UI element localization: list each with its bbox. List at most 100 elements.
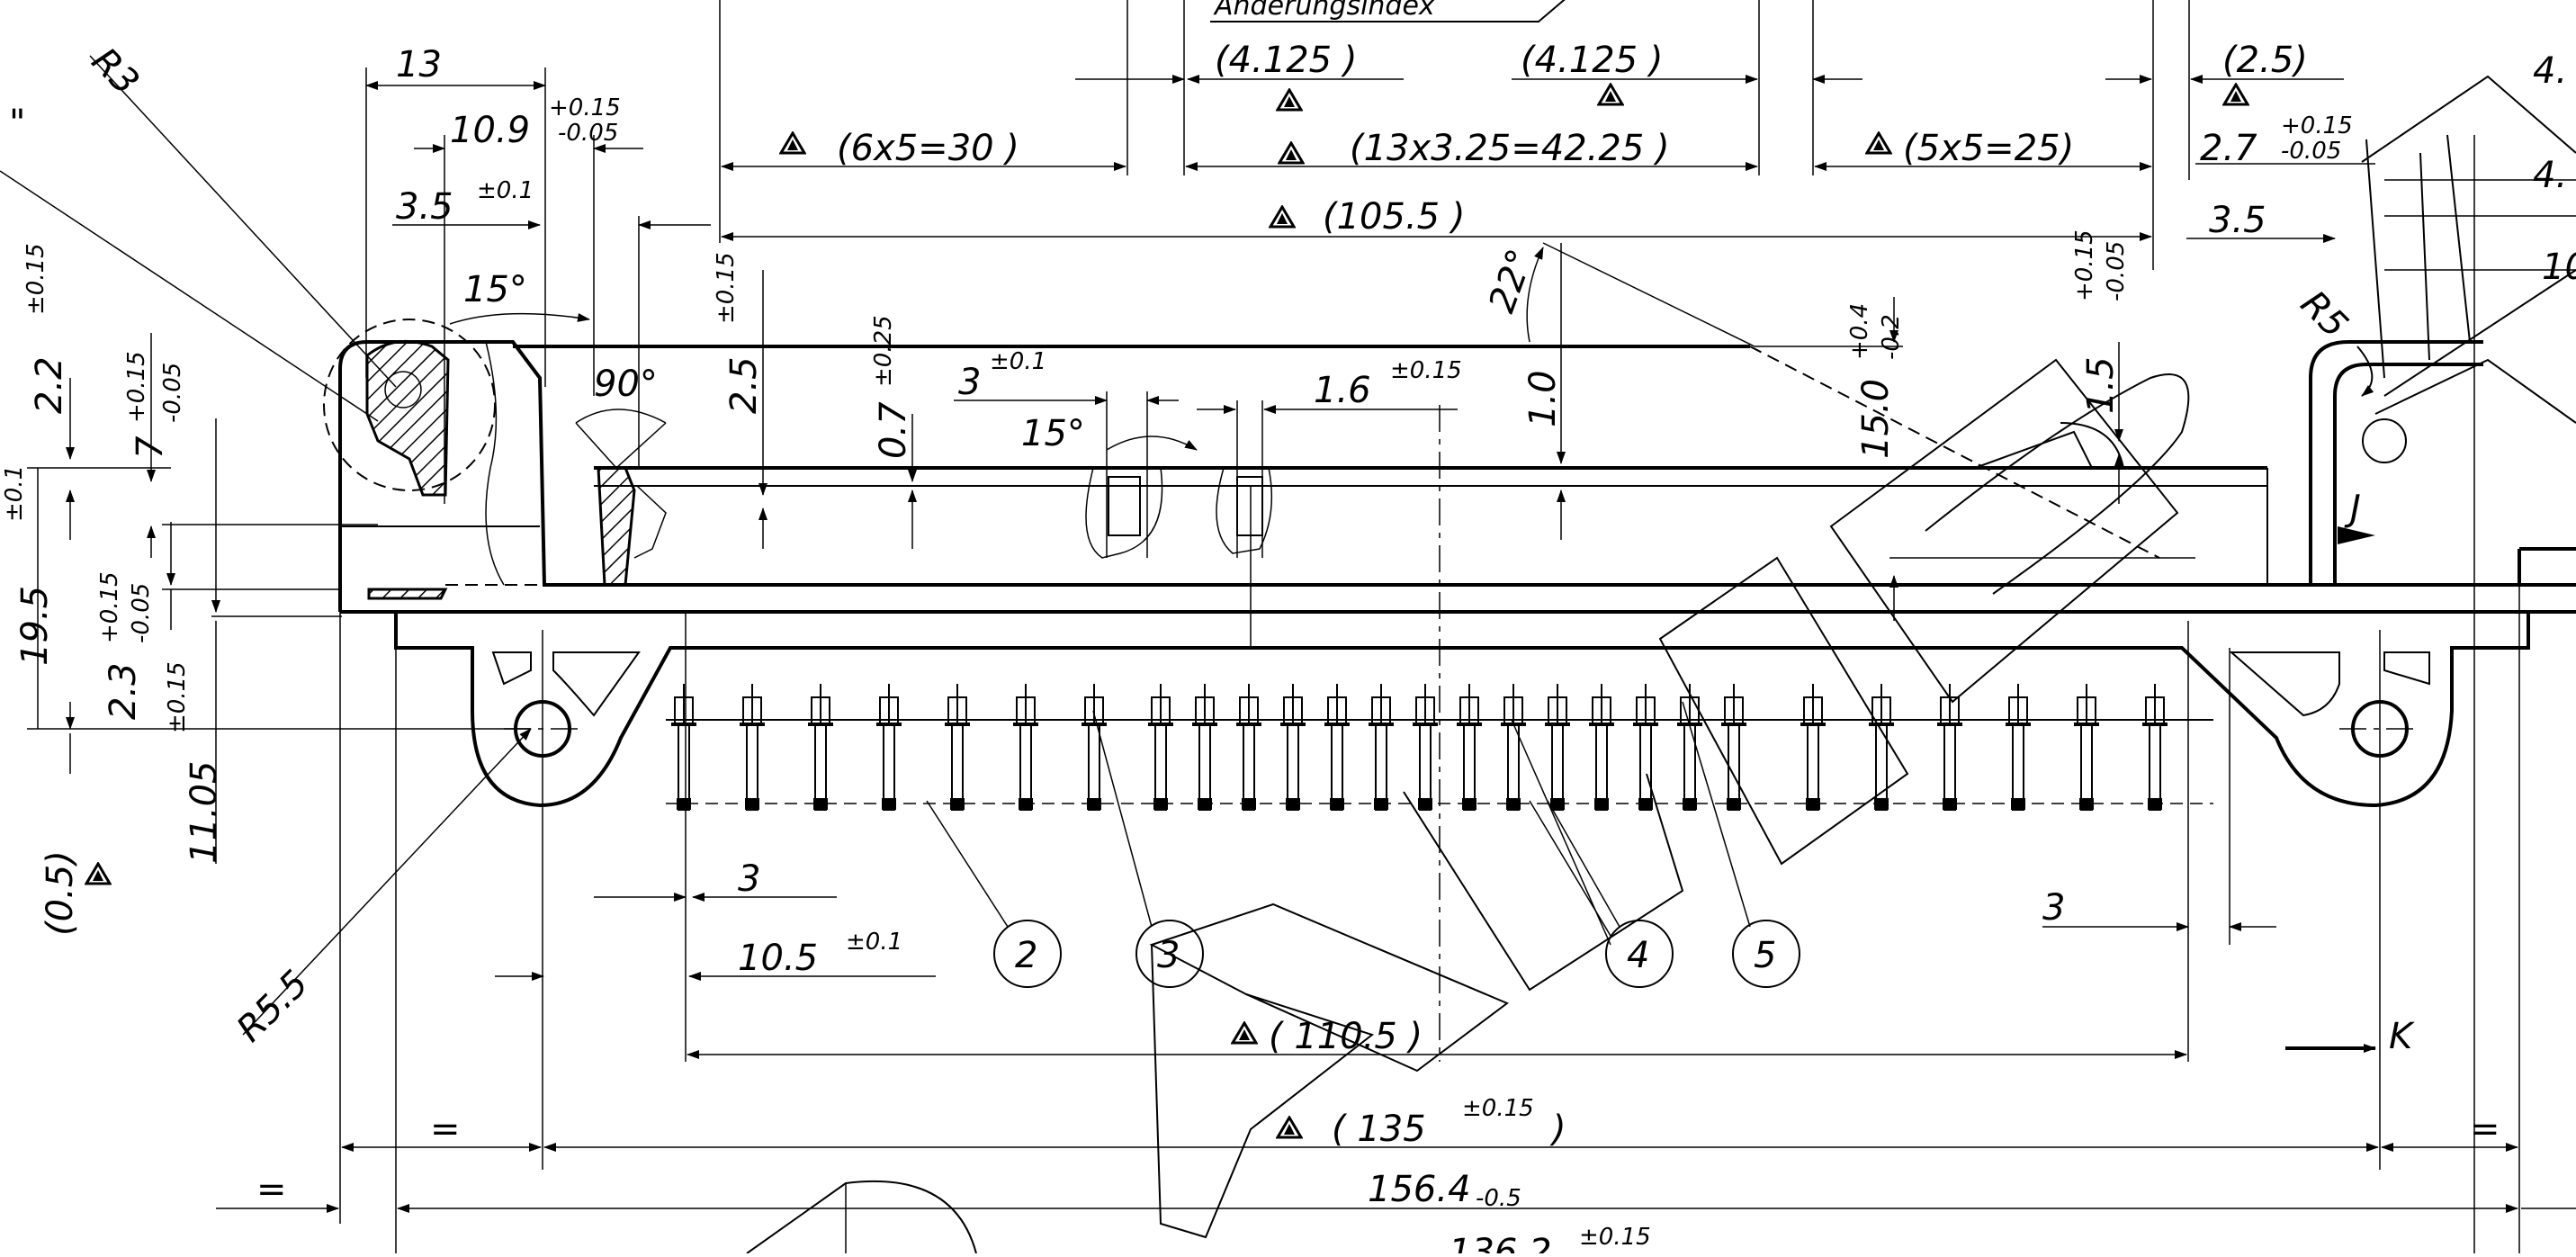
dim-3-5-right: 3.5	[2209, 200, 2266, 241]
dim-1-5-tol-plus: +0.15	[2071, 229, 2098, 301]
contact-pin	[1721, 684, 1746, 811]
contact-pin	[1937, 684, 1962, 811]
dim-10-5-tol: ±0.1	[846, 929, 902, 956]
contact-pin	[945, 684, 970, 811]
angle-15-mid: 15°	[1021, 413, 1085, 454]
dim-105-5: (105.5 )	[1323, 196, 1465, 238]
dim-135: ( 135	[1332, 1109, 1426, 1150]
quote-mark: "	[9, 103, 25, 144]
radius-r5: R5	[2293, 283, 2356, 346]
dim-2-5: 2.5	[723, 356, 765, 414]
contact-pin	[1457, 684, 1482, 811]
angle-22: 22°	[1481, 244, 1541, 318]
dim-11-05-tol: ±0.15	[164, 661, 191, 733]
contact-pin	[876, 684, 902, 811]
dim-4125-b: (4.125 )	[1521, 40, 1663, 81]
dim-4-a: 4.	[2533, 50, 2567, 92]
eq-left-low: =	[256, 1169, 287, 1210]
top-dimensions: Änderungsindex (4.125 ) (4.125 ) (6x5=30…	[719, 0, 2576, 288]
callout-4: 4	[1627, 935, 1649, 976]
dim-19-5: 19.5	[14, 586, 56, 666]
connector-body: 90° J	[323, 135, 2576, 1253]
section-hatch-left	[365, 339, 450, 497]
dim-7: 7	[130, 435, 171, 459]
contact-pin	[1633, 684, 1658, 811]
callout-2-circle	[993, 920, 1062, 988]
dim-2-5-paren: (2.5)	[2222, 40, 2308, 81]
contact-pin	[2074, 684, 2099, 811]
dim-1-0: 1.0	[1522, 370, 1564, 427]
dim-15-0-tol-plus: +0.4	[1846, 303, 1873, 360]
contact-pin-row	[666, 684, 2213, 811]
dim-10-9-tol-minus: -0.05	[558, 120, 618, 147]
dim-4125-a: (4.125 )	[1215, 40, 1357, 81]
dim-1-6-tol: ±0.15	[1390, 357, 1462, 384]
dim-2-7-tol-plus: +0.15	[2281, 112, 2353, 139]
dim-156-4-tol: -0.5	[1476, 1185, 1521, 1212]
contact-pin	[1280, 684, 1306, 811]
dim-4-b: 4.	[2533, 155, 2567, 196]
callout-3-circle	[1135, 920, 1204, 988]
mid-features: 2.5 ±0.15 0.7 ±0.25 3 ±0.1 15° 1.6 ±0.15	[713, 75, 2576, 866]
dim-0-5: (0.5)	[40, 850, 81, 936]
dim-3-5-tol: ±0.1	[477, 177, 534, 204]
dim-5x5: (5x5=25)	[1903, 128, 2074, 169]
dim-136-2-tol: ±0.15	[1579, 1224, 1651, 1251]
dim-0-7: 0.7	[873, 401, 914, 459]
dim-135-tol: ±0.15	[1462, 1095, 1534, 1122]
eq-left-mid: =	[430, 1109, 461, 1150]
dim-13: 13	[396, 44, 442, 85]
contact-pin	[1369, 684, 1394, 811]
dim-3-right: 3	[2042, 887, 2065, 929]
left-dimensions: 13 10.9 +0.15 -0.05 3.5 ±0.1 R3 " 15° 2.…	[0, 40, 936, 1050]
dim-6x5: (6x5=30 )	[837, 128, 1019, 169]
dim-3-left: 3	[738, 858, 760, 900]
dim-19-5-tol: ±0.1	[1, 465, 28, 522]
dim-135-close: )	[1549, 1109, 1566, 1150]
dim-156-4: 156.4	[1368, 1169, 1471, 1210]
callout-5: 5	[1754, 935, 1776, 976]
dim-0-7-tol: ±0.25	[870, 315, 897, 387]
dim-10-9-tol-plus: +0.15	[549, 94, 621, 121]
dim-13x325: (13x3.25=42.25 )	[1350, 128, 1670, 169]
contact-pin	[2142, 684, 2168, 811]
dim-2-3: 2.3	[103, 662, 144, 720]
contact-pin	[1082, 684, 1107, 811]
contact-pin	[1800, 684, 1826, 811]
contact-pin	[1324, 684, 1350, 811]
contact-pin	[1192, 684, 1217, 811]
dim-2-5-tol: ±0.15	[713, 252, 740, 324]
view-j: J	[2344, 488, 2361, 529]
radius-r3: R3	[84, 40, 147, 103]
callouts: 2 3 4 5	[746, 701, 1800, 1254]
dim-3-5: 3.5	[396, 186, 453, 228]
dim-15-0: 15.0	[1855, 379, 1897, 459]
contact-pin	[1501, 684, 1526, 811]
dim-2-3-tol-minus: -0.05	[128, 583, 155, 643]
callout-4-circle	[1605, 920, 1674, 988]
aenderungsindex-label: Änderungsindex	[1213, 0, 1435, 22]
contact-pin	[1677, 684, 1702, 811]
dim-1-6: 1.6	[1314, 370, 1371, 411]
contact-pin	[1589, 684, 1614, 811]
dim-2-2-tol: ±0.15	[22, 243, 49, 315]
dim-10-5: 10.5	[738, 938, 818, 979]
dim-1-5-tol-minus: -0.05	[2103, 241, 2130, 301]
callout-2: 2	[1015, 935, 1037, 976]
dim-10-9: 10.9	[450, 110, 530, 151]
radius-r5-5: R5.5	[229, 963, 317, 1050]
dim-2-7: 2.7	[2200, 128, 2257, 169]
contact-pin	[1013, 684, 1038, 811]
angle-90: 90°	[594, 364, 658, 405]
contact-pin	[1148, 684, 1173, 811]
bottom-dimensions: 3 ( 110.5 ) K = ( 135 ±0.15 ) = = 156.4 …	[216, 887, 2576, 1257]
dim-2-3-tol-plus: +0.15	[96, 571, 123, 643]
dim-3-pitch-tol: ±0.1	[990, 348, 1046, 375]
contact-pin	[1236, 684, 1261, 811]
dim-3-pitch: 3	[958, 362, 981, 403]
callout-5-circle	[1732, 920, 1800, 988]
contact-pin	[2006, 684, 2031, 811]
contact-pin	[808, 684, 833, 811]
